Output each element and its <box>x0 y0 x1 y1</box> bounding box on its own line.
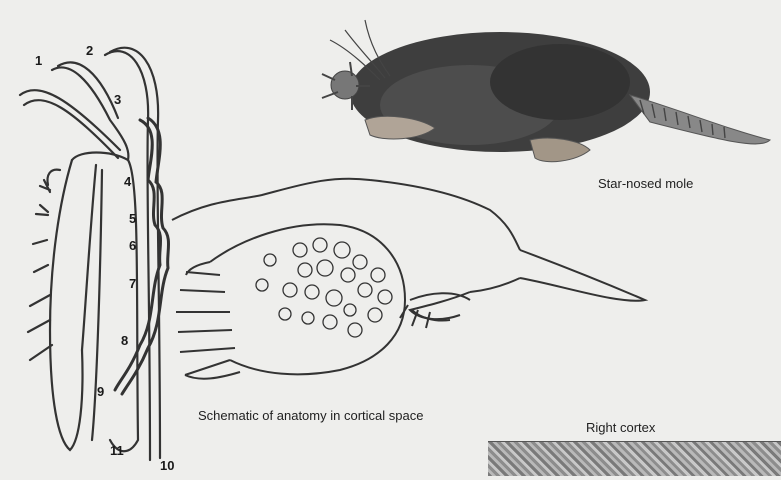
ray-label-4: 4 <box>124 174 132 189</box>
ray-label-10: 10 <box>160 458 174 473</box>
ray-label-7: 7 <box>129 276 136 291</box>
star-rays-schematic <box>20 48 169 460</box>
ray-label-1: 1 <box>35 53 42 68</box>
cortex-caption: Right cortex <box>586 420 655 435</box>
ray-label-6: 6 <box>129 238 136 253</box>
star-nosed-mole-drawing <box>322 20 770 162</box>
ray-label-5: 5 <box>129 211 136 226</box>
ray-label-2: 2 <box>86 43 93 58</box>
mole-caption: Star-nosed mole <box>598 176 693 191</box>
schematic-caption: Schematic of anatomy in cortical space <box>198 408 423 423</box>
right-cortex-image <box>488 441 781 476</box>
ray-label-11: 11 <box>110 443 124 458</box>
ray-label-9: 9 <box>97 384 104 399</box>
cortical-body-schematic <box>172 179 645 379</box>
ray-label-3: 3 <box>114 92 121 107</box>
ray-label-8: 8 <box>121 333 128 348</box>
